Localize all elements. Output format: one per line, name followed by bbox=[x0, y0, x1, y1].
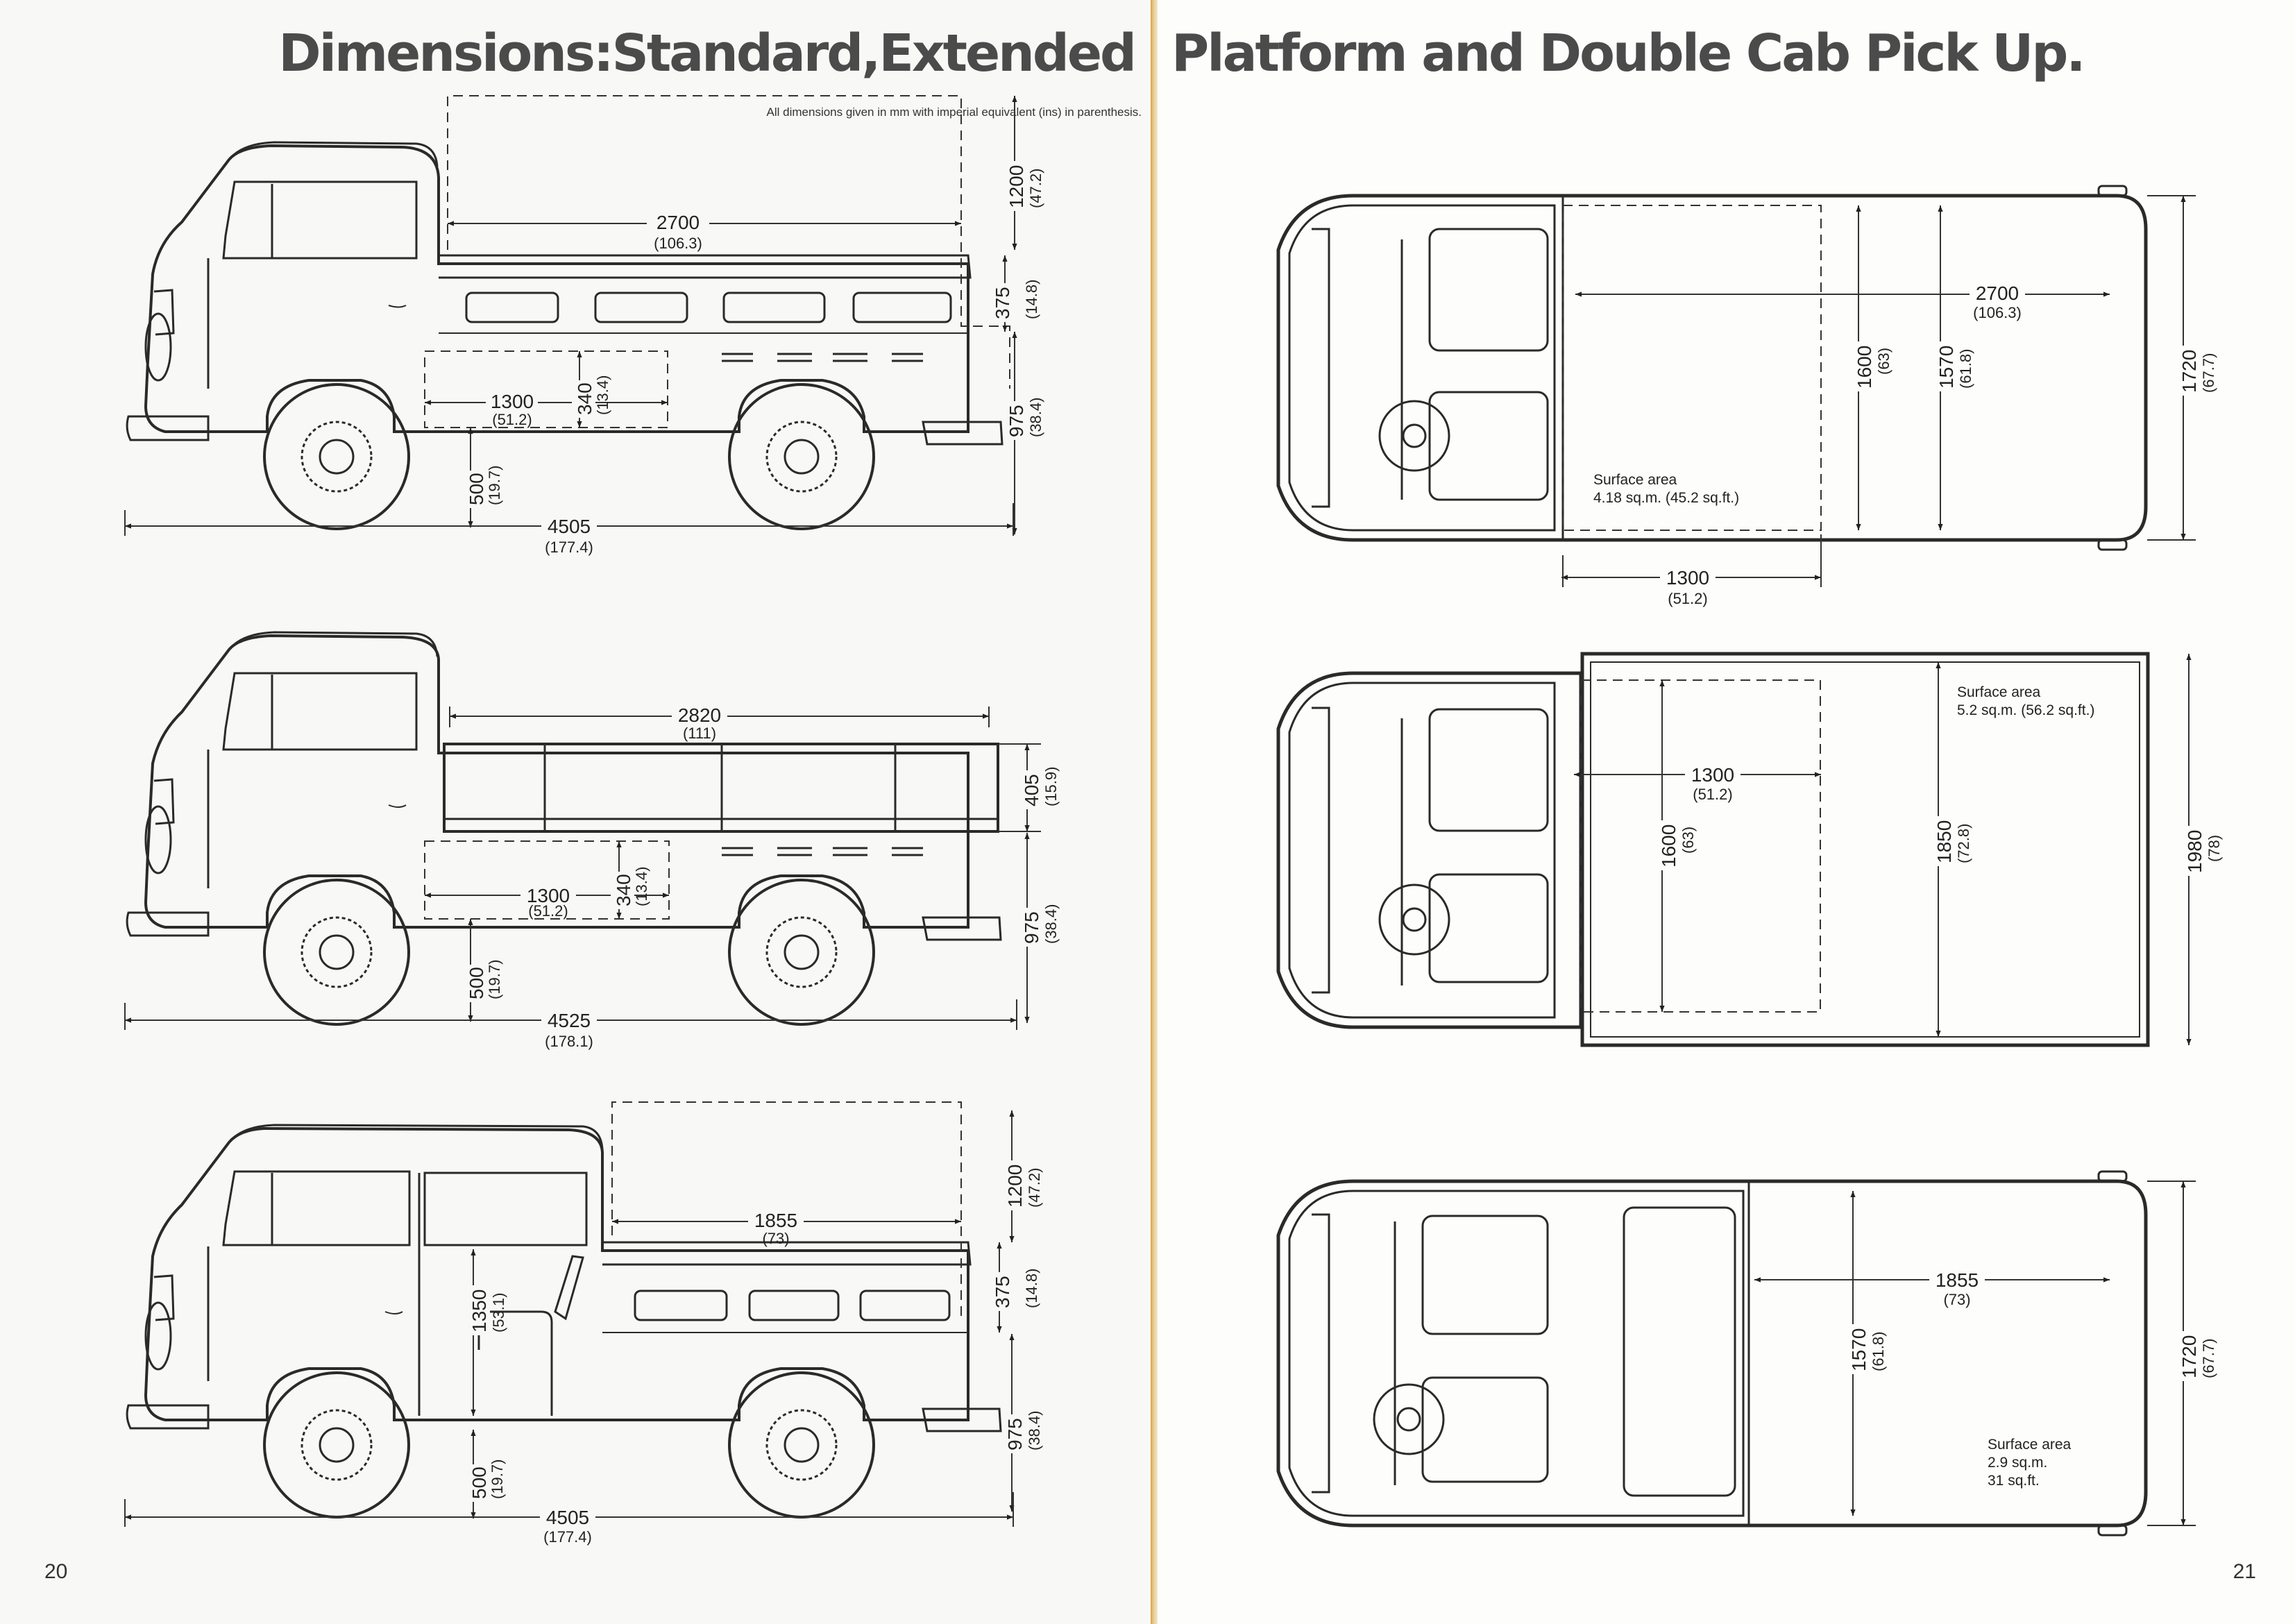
std-locker-length: 1300 bbox=[491, 391, 534, 412]
std-locker-height: 340 bbox=[574, 382, 595, 415]
stdtop-surface-label: Surface area bbox=[1593, 472, 1677, 488]
stdtop-surface-value: 4.18 sq.m. (45.2 sq.ft.) bbox=[1593, 490, 1739, 506]
double-cab-side-view: 1855 (73) 1200 (47.2) 375 (14.8) 975 (38… bbox=[124, 1101, 1043, 1546]
dbl-load-height-in: (47.2) bbox=[1026, 1168, 1043, 1208]
stdtop-locker-length: 1300 bbox=[1666, 567, 1709, 589]
ext-clearance: 500 bbox=[466, 967, 487, 999]
stdtop-locker-width-in: (63) bbox=[1875, 348, 1892, 375]
exttop-overall-width: 1980 bbox=[2184, 830, 2205, 873]
dbltop-surface-label: Surface area bbox=[1988, 1437, 2072, 1453]
dbl-side-height: 375 bbox=[992, 1276, 1013, 1308]
extended-platform-side-view: 2820 (111) 405 (15.9) 975 (38.4) 1300 (5… bbox=[124, 631, 1060, 1050]
dbl-clearance-in: (19.7) bbox=[489, 1460, 506, 1499]
dbltop-bed-width: 1570 bbox=[1848, 1328, 1870, 1371]
dbl-cab-height-in: (53.1) bbox=[490, 1293, 507, 1333]
ext-overall-length: 4525 bbox=[548, 1010, 591, 1031]
exttop-surface-label: Surface area bbox=[1957, 684, 2041, 700]
ext-locker-length-in: (51.2) bbox=[528, 902, 568, 920]
dbl-cab-height: 1350 bbox=[468, 1289, 490, 1333]
std-clearance: 500 bbox=[466, 473, 487, 505]
dbltop-surface-value-1: 2.9 sq.m. bbox=[1988, 1455, 2047, 1471]
stdtop-bed-width-in: (61.8) bbox=[1957, 349, 1974, 389]
dbl-overall-length: 4505 bbox=[546, 1507, 589, 1528]
stdtop-locker-width: 1600 bbox=[1854, 346, 1875, 389]
ext-locker-height-in: (13.4) bbox=[633, 867, 650, 906]
std-side-height-in: (14.8) bbox=[1023, 280, 1040, 319]
ext-floor-height: 975 bbox=[1021, 911, 1042, 944]
left-page bbox=[0, 0, 1152, 1624]
dbl-bed-length: 1855 bbox=[754, 1210, 797, 1231]
exttop-locker-length: 1300 bbox=[1691, 764, 1734, 786]
title-left: Dimensions:Standard,Extended bbox=[278, 24, 1137, 83]
dbl-floor-height: 975 bbox=[1004, 1418, 1026, 1450]
ext-locker-length: 1300 bbox=[527, 885, 570, 906]
stdtop-bed-length: 2700 bbox=[1976, 282, 2019, 304]
stdtop-bed-length-in: (106.3) bbox=[1973, 304, 2022, 321]
ext-side-height-in: (15.9) bbox=[1042, 767, 1060, 806]
std-overall-length-in: (177.4) bbox=[545, 539, 593, 556]
ext-bed-length: 2820 bbox=[678, 704, 721, 726]
dbltop-surface-value-2: 31 sq.ft. bbox=[1988, 1473, 2040, 1489]
dbl-overall-length-in: (177.4) bbox=[543, 1528, 592, 1546]
standard-pickup-side-view: 2700 (106.3) 1200 (47.2) 375 (14.8) 975 … bbox=[124, 95, 1044, 556]
dbltop-bed-length-in: (73) bbox=[1943, 1291, 1970, 1308]
ext-floor-height-in: (38.4) bbox=[1042, 904, 1060, 944]
units-note: All dimensions given in mm with imperial… bbox=[766, 105, 1142, 119]
dbltop-overall-width-in: (67.7) bbox=[2200, 1339, 2217, 1378]
right-page bbox=[1158, 0, 2295, 1624]
ext-locker-height: 340 bbox=[613, 874, 634, 906]
exttop-overall-width-in: (78) bbox=[2205, 835, 2223, 862]
std-load-height-in: (47.2) bbox=[1027, 169, 1044, 208]
dbltop-bed-width-in: (61.8) bbox=[1870, 1332, 1887, 1371]
stdtop-overall-width-in: (67.7) bbox=[2200, 353, 2217, 393]
page-number-left: 20 bbox=[44, 1560, 68, 1583]
standard-pickup-top-view: 2700 (106.3) 1300 (51.2) 1600 (63) 1570 … bbox=[1276, 185, 2217, 607]
ext-overall-length-in: (178.1) bbox=[545, 1033, 593, 1050]
std-floor-height-in: (38.4) bbox=[1027, 398, 1044, 437]
dbltop-bed-length: 1855 bbox=[1936, 1269, 1979, 1291]
std-overall-length: 4505 bbox=[548, 516, 591, 537]
exttop-locker-width: 1600 bbox=[1658, 824, 1679, 868]
stdtop-overall-width: 1720 bbox=[2178, 350, 2200, 393]
exttop-locker-width-in: (63) bbox=[1679, 827, 1697, 854]
stdtop-locker-length-in: (51.2) bbox=[1668, 590, 1707, 607]
double-cab-top-view: 1855 (73) 1570 (61.8) 1720 (67.7) Surfac… bbox=[1276, 1170, 2217, 1537]
exttop-locker-length-in: (51.2) bbox=[1693, 786, 1732, 803]
exttop-bed-width: 1850 bbox=[1933, 820, 1955, 863]
dbltop-overall-width: 1720 bbox=[2178, 1335, 2200, 1378]
page-number-right: 21 bbox=[2233, 1560, 2256, 1583]
title-right: Platform and Double Cab Pick Up. bbox=[1171, 24, 2085, 83]
exttop-bed-width-in: (72.8) bbox=[1955, 824, 1972, 863]
std-clearance-in: (19.7) bbox=[486, 466, 503, 505]
std-bed-length-in: (106.3) bbox=[654, 235, 702, 252]
dbl-load-height: 1200 bbox=[1004, 1165, 1026, 1208]
exttop-surface-value: 5.2 sq.m. (56.2 sq.ft.) bbox=[1957, 702, 2094, 718]
std-floor-height: 975 bbox=[1006, 405, 1027, 437]
ext-bed-length-in: (111) bbox=[683, 725, 716, 742]
dbl-floor-height-in: (38.4) bbox=[1026, 1411, 1043, 1450]
std-bed-length: 2700 bbox=[657, 212, 700, 233]
dbl-side-height-in: (14.8) bbox=[1023, 1269, 1040, 1308]
std-locker-length-in: (51.2) bbox=[492, 411, 532, 428]
dbl-bed-length-in: (73) bbox=[762, 1230, 789, 1247]
extended-platform-top-view: 1300 (51.2) 1600 (63) 1850 (72.8) 1980 (… bbox=[1276, 652, 2223, 1047]
ext-clearance-in: (19.7) bbox=[486, 960, 503, 999]
page-spine bbox=[1151, 0, 1158, 1624]
ext-side-height: 405 bbox=[1021, 774, 1042, 806]
dbl-clearance: 500 bbox=[468, 1466, 490, 1499]
std-load-height: 1200 bbox=[1006, 165, 1027, 208]
std-locker-height-in: (13.4) bbox=[594, 375, 611, 415]
stdtop-bed-width: 1570 bbox=[1936, 346, 1957, 389]
std-side-height: 375 bbox=[992, 287, 1013, 319]
